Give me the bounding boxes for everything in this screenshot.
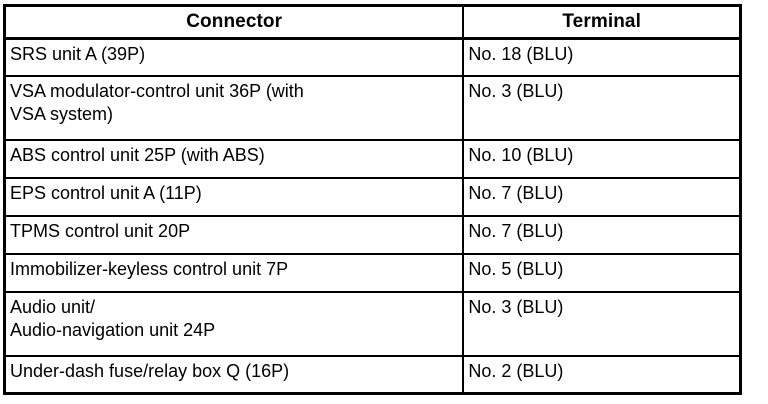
column-header-terminal: Terminal [463,5,741,40]
cell-terminal: No. 10 (BLU) [463,139,741,179]
cell-connector: Immobilizer-keyless control unit 7P [4,252,465,292]
cell-terminal: No. 7 (BLU) [463,177,741,216]
table-row: Under-dash fuse/relay box Q (16P)No. 2 (… [4,354,741,394]
table-body: SRS unit A (39P)No. 18 (BLU)VSA modulato… [4,38,741,394]
cell-terminal: No. 3 (BLU) [463,75,741,141]
cell-terminal: No. 7 (BLU) [463,214,741,254]
table-row: VSA modulator-control unit 36P (with VSA… [4,75,741,141]
cell-connector: VSA modulator-control unit 36P (with VSA… [4,75,465,141]
cell-connector: EPS control unit A (11P) [4,177,465,216]
cell-connector: SRS unit A (39P) [4,38,465,77]
table-row: SRS unit A (39P)No. 18 (BLU) [4,38,741,77]
table-row: ABS control unit 25P (with ABS)No. 10 (B… [4,139,741,179]
cell-terminal: No. 5 (BLU) [463,252,741,292]
cell-connector: ABS control unit 25P (with ABS) [4,139,465,179]
cell-connector: Under-dash fuse/relay box Q (16P) [4,354,465,394]
cell-connector: Audio unit/ Audio-navigation unit 24P [4,290,465,356]
table-header-row: Connector Terminal [4,5,741,40]
cell-terminal: No. 2 (BLU) [463,354,741,394]
cell-connector: TPMS control unit 20P [4,214,465,254]
table-header: Connector Terminal [4,5,741,40]
connector-terminal-table: Connector Terminal SRS unit A (39P)No. 1… [3,4,742,395]
cell-terminal: No. 3 (BLU) [463,290,741,356]
table-row: EPS control unit A (11P)No. 7 (BLU) [4,177,741,216]
cell-terminal: No. 18 (BLU) [468,44,574,64]
column-header-connector: Connector [4,5,465,40]
